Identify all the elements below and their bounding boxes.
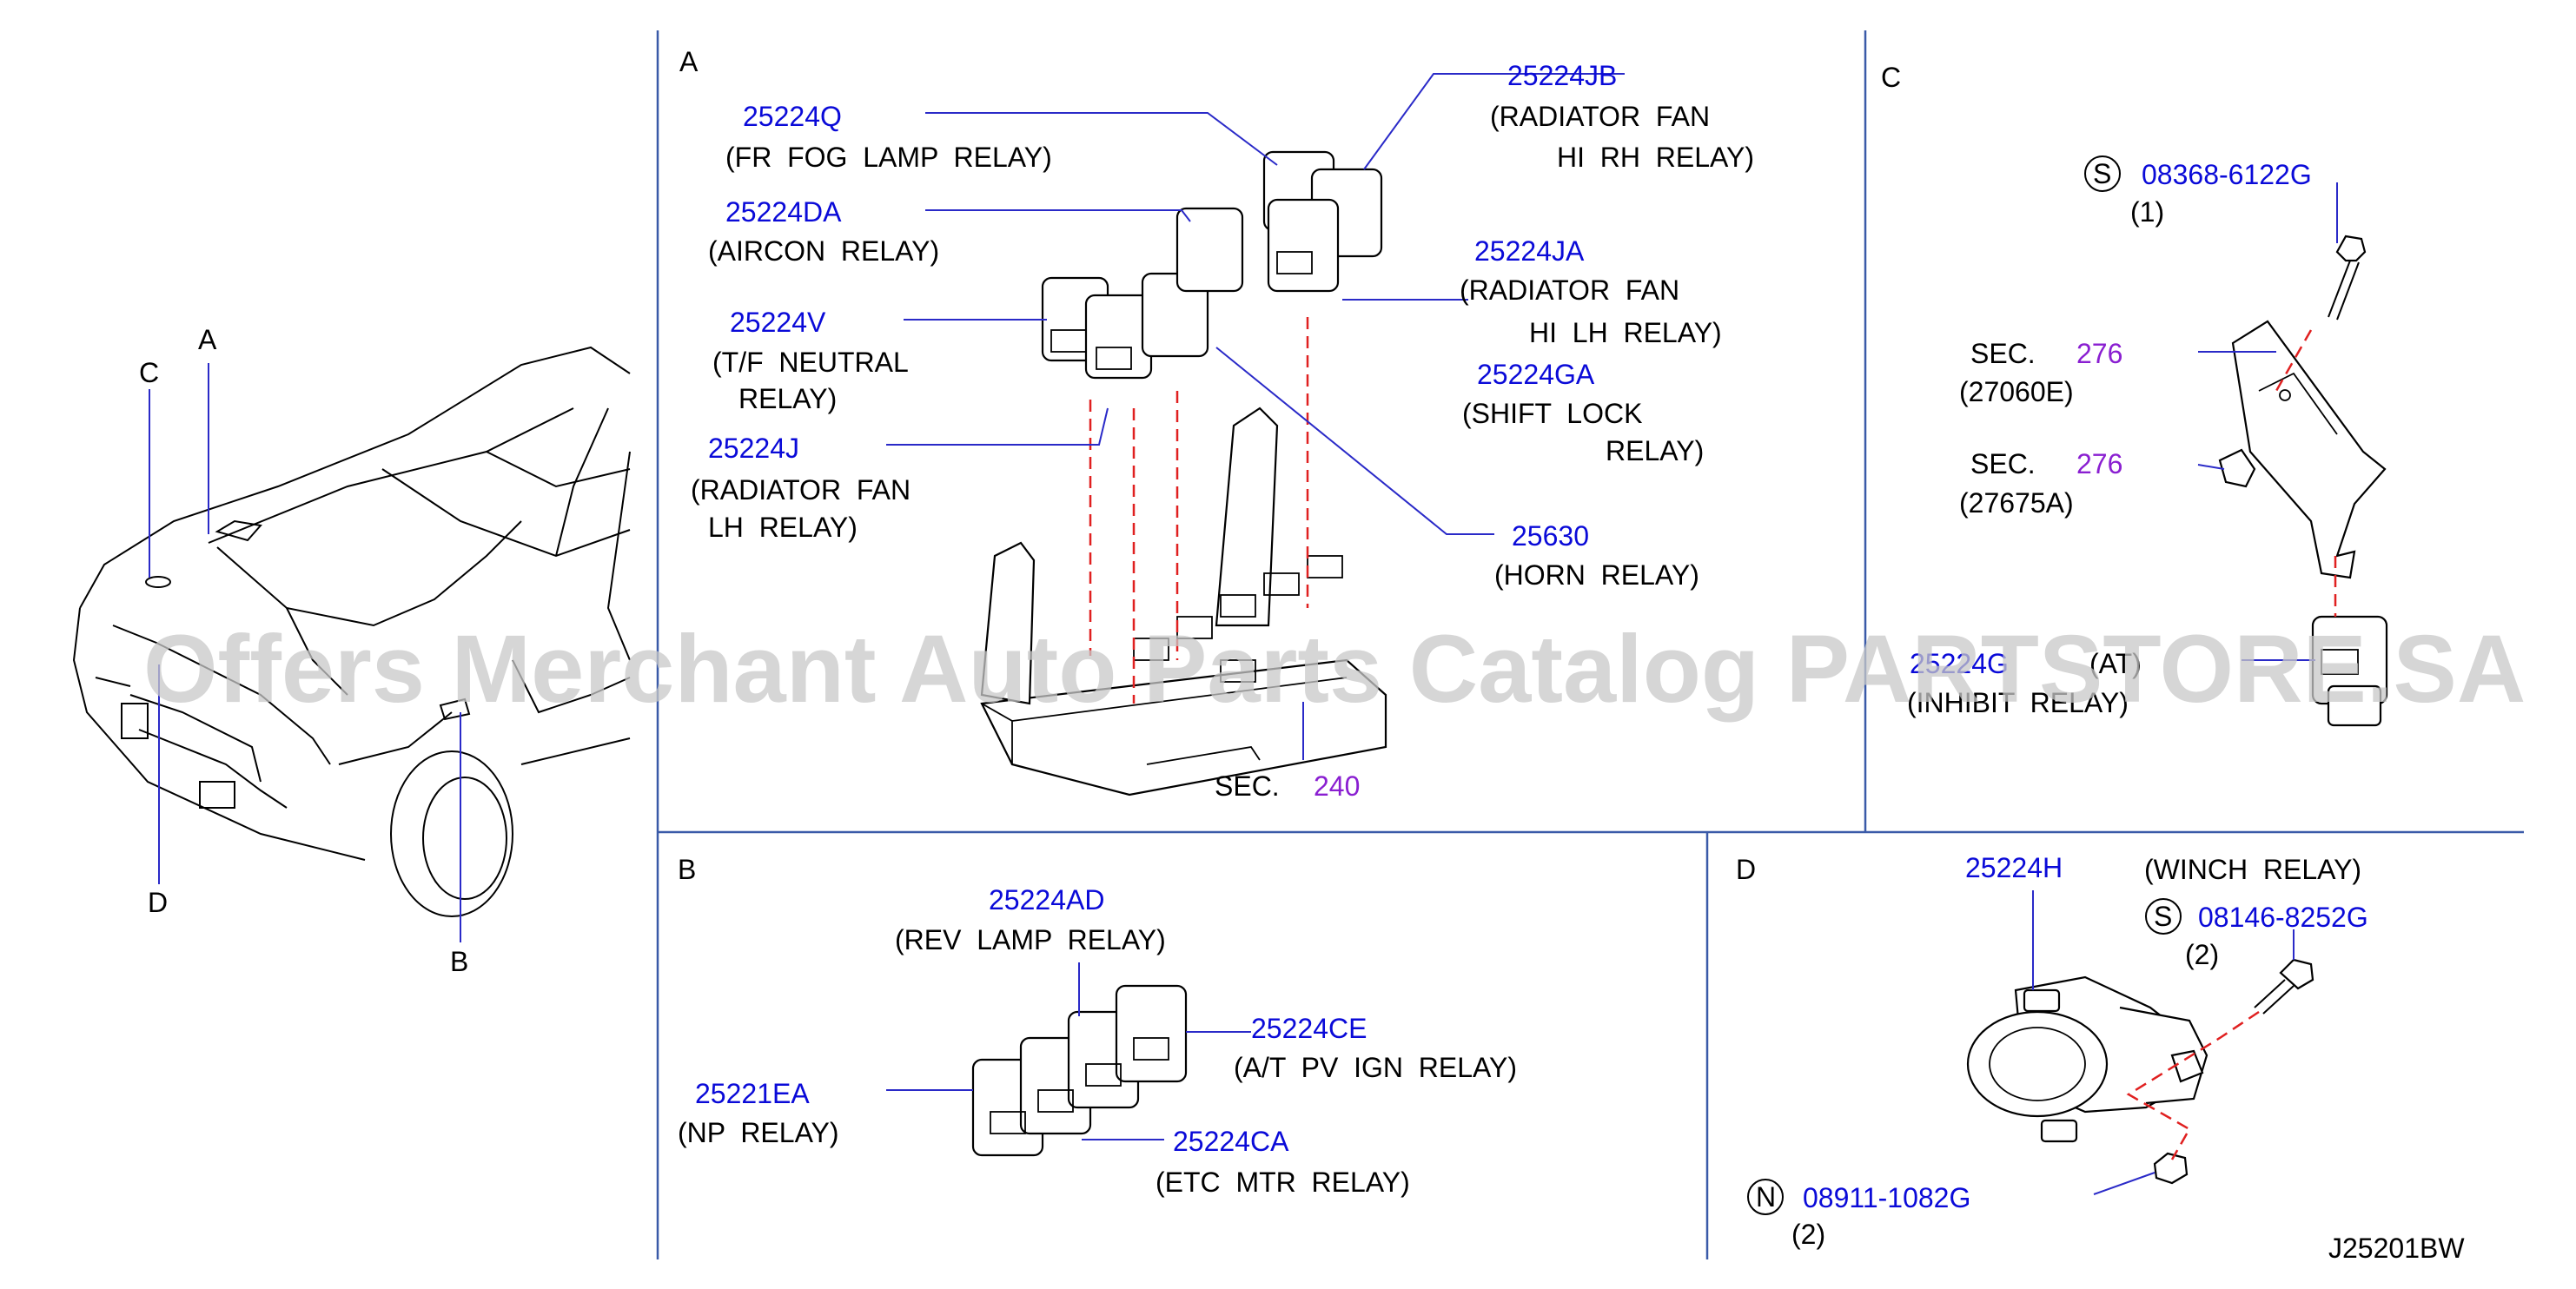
part-25224ce-number: 25224CE <box>1251 1013 1367 1044</box>
overview-marker-a: A <box>198 324 217 355</box>
leaders-a <box>886 73 1625 760</box>
dashed-install-lines-c <box>2275 329 2337 617</box>
part-25224q-number: 25224Q <box>743 101 842 132</box>
sec-276-1-prefix: SEC. <box>1970 338 2036 369</box>
part-25630-number: 25630 <box>1512 520 1589 552</box>
section-c-letter: C <box>1881 62 1901 93</box>
part-25224da-desc: (AIRCON RELAY) <box>708 235 939 267</box>
part-25224ad-number: 25224AD <box>989 884 1104 916</box>
part-25224j-desc-2: LH RELAY) <box>708 512 858 543</box>
part-25224j-desc-1: (RADIATOR FAN <box>691 474 911 506</box>
bracket-c-illustration <box>2218 235 2388 727</box>
part-25224g-number: 25224G <box>1910 648 2009 679</box>
nut-d-symbol: N <box>1756 1181 1776 1213</box>
part-25224jb-number: 25224JB <box>1507 60 1617 91</box>
part-25224jb-desc-2: HI RH RELAY) <box>1557 142 1754 173</box>
vehicle-overview-illustration <box>72 346 631 917</box>
part-25224h-desc: (WINCH RELAY) <box>2144 854 2361 885</box>
nut-d-qty: (2) <box>1791 1219 1825 1250</box>
relay-cluster-b <box>971 984 1188 1157</box>
part-25224h-number: 25224H <box>1965 852 2063 883</box>
part-25224g-desc-b: (INHIBIT RELAY) <box>1907 687 2129 718</box>
winch-relay-illustration <box>1966 958 2314 1185</box>
part-25221ea-desc: (NP RELAY) <box>678 1117 839 1148</box>
overview-marker-d: D <box>148 887 168 918</box>
section-frame <box>656 30 2524 1259</box>
part-25224v-desc-1: (T/F NEUTRAL <box>712 347 909 378</box>
nut-d-number: 08911-1082G <box>1803 1182 1970 1213</box>
sec-240-prefix: SEC. <box>1215 770 1280 802</box>
part-25224ad-desc: (REV LAMP RELAY) <box>895 924 1166 955</box>
relay-cluster-a <box>1041 150 1383 380</box>
bolt-d-symbol: S <box>2154 901 2172 932</box>
part-25221ea-number: 25221EA <box>695 1078 810 1109</box>
part-25224ce-desc: (A/T PV IGN RELAY) <box>1234 1052 1517 1083</box>
bolt-c-symbol: S <box>2093 158 2111 189</box>
sec-276-1-sub: (27060E) <box>1959 376 2074 407</box>
overview-marker-c: C <box>139 357 159 388</box>
bolt-c-qty: (1) <box>2130 196 2164 228</box>
part-25224v-number: 25224V <box>730 307 826 338</box>
part-25224da-number: 25224DA <box>725 196 842 228</box>
part-25224ja-desc-2: HI LH RELAY) <box>1529 317 1722 348</box>
part-25224ga-desc-1: (SHIFT LOCK <box>1462 398 1642 429</box>
leaders-c <box>2197 182 2338 661</box>
part-25224ga-desc-2: RELAY) <box>1606 435 1704 466</box>
part-25224v-desc-2: RELAY) <box>738 383 837 414</box>
sec-276-1-number: 276 <box>2076 338 2122 369</box>
sec-276-2-sub: (27675A) <box>1959 487 2074 519</box>
overview-marker-b: B <box>450 946 468 977</box>
sec-276-2-prefix: SEC. <box>1970 448 2036 479</box>
part-25224ja-desc-1: (RADIATOR FAN <box>1460 274 1679 306</box>
part-25224ca-number: 25224CA <box>1173 1126 1289 1157</box>
leaders-d <box>2032 890 2295 1195</box>
bolt-d-qty: (2) <box>2185 939 2219 970</box>
section-a-letter: A <box>679 46 699 77</box>
part-25224j-number: 25224J <box>708 433 799 464</box>
part-25224ja-number: 25224JA <box>1474 235 1585 267</box>
sec-276-2-number: 276 <box>2076 448 2122 479</box>
part-25630-desc: (HORN RELAY) <box>1494 559 1699 591</box>
part-25224jb-desc-1: (RADIATOR FAN <box>1490 101 1710 132</box>
bolt-c-number: 08368-6122G <box>2142 159 2312 190</box>
figure-id: J25201BW <box>2328 1233 2465 1264</box>
part-25224ca-desc: (ETC MTR RELAY) <box>1156 1167 1410 1198</box>
section-b-letter: B <box>678 854 696 885</box>
relay-bracket-illustration <box>980 407 1387 797</box>
dashed-install-lines-d <box>2126 1010 2260 1160</box>
sec-240-number: 240 <box>1314 770 1360 802</box>
section-d-letter: D <box>1736 854 1756 885</box>
watermark: Offers Merchant Auto Parts Catalog PARTS… <box>143 616 2526 723</box>
part-25224ga-number: 25224GA <box>1477 359 1595 390</box>
part-25224q-desc: (FR FOG LAMP RELAY) <box>725 142 1052 173</box>
overview-leaders <box>149 363 461 942</box>
part-25224g-desc-a: (AT) <box>2089 648 2142 679</box>
dashed-install-lines-a <box>1089 317 1309 704</box>
bolt-d-number: 08146-8252G <box>2198 902 2368 933</box>
leaders-b <box>886 962 1251 1140</box>
